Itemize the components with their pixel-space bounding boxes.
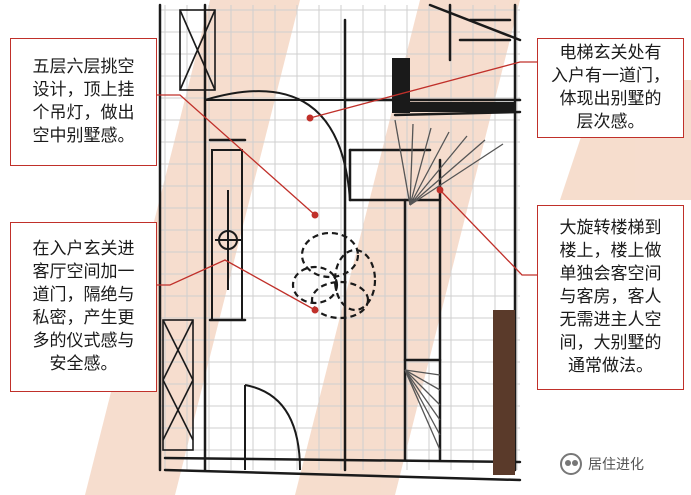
left-fixtures bbox=[162, 9, 216, 451]
annotation-bottom-left-text: 在入户玄关进 客厅空间加一 道门，隔绝与 私密，产生更 多的仪式感与 安全感。 bbox=[32, 239, 135, 374]
annotation-top-left: 五层六层挑空 设计，顶上挂 个吊灯，做出 空中别墅感。 bbox=[10, 38, 157, 166]
annotation-top-right-text: 电梯玄关处有 入户有一道门， 体现出别墅的 层次感。 bbox=[551, 43, 670, 132]
annotation-top-left-text: 五层六层挑空 设计，顶上挂 个吊灯，做出 空中别墅感。 bbox=[32, 57, 135, 146]
annotation-bottom-left: 在入户玄关进 客厅空间加一 道门，隔绝与 私密，产生更 多的仪式感与 安全感。 bbox=[10, 222, 157, 392]
wood-panel bbox=[493, 310, 515, 475]
walls bbox=[158, 3, 522, 482]
solid-walls bbox=[392, 58, 515, 113]
chandelier-dashed bbox=[291, 231, 377, 320]
annotation-bottom-right-text: 大旋转楼梯到 楼上，楼上做 单独会客空间 与客房，客人 无需进主人空 间，大别墅… bbox=[559, 218, 662, 376]
staircase bbox=[394, 119, 504, 451]
entry-door-arc bbox=[204, 90, 351, 201]
watermark: 居住进化 bbox=[560, 450, 644, 478]
annotation-top-right: 电梯玄关处有 入户有一道门， 体现出别墅的 层次感。 bbox=[537, 38, 684, 138]
leader-lines bbox=[157, 61, 537, 314]
console-cabinet bbox=[211, 149, 243, 321]
door-swings bbox=[204, 90, 351, 471]
annotation-bottom-right: 大旋转楼梯到 楼上，楼上做 单独会客空间 与客房，客人 无需进主人空 间，大别墅… bbox=[537, 205, 684, 390]
grid-lines bbox=[160, 5, 520, 470]
wechat-logo-icon bbox=[560, 453, 582, 475]
watermark-text: 居住进化 bbox=[588, 457, 644, 473]
hall-door-arc bbox=[244, 384, 301, 471]
